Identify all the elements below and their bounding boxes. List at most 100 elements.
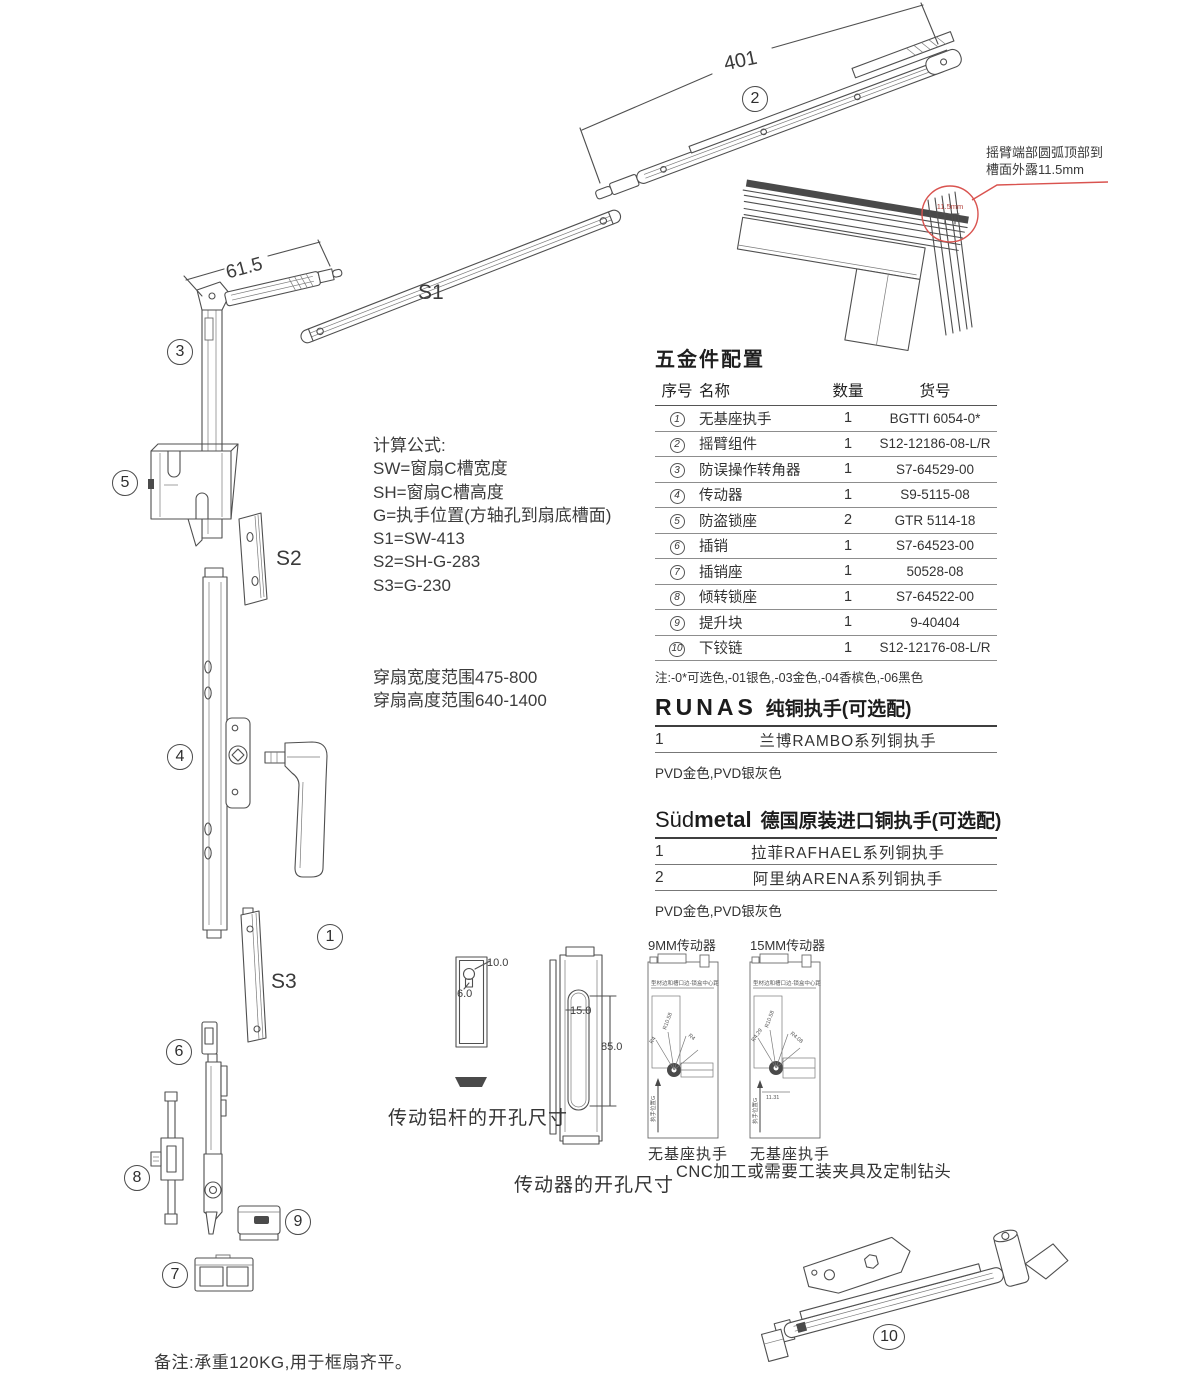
range-block: 穿扇宽度范围475-800 穿扇高度范围640-1400 (373, 666, 547, 712)
formula-line: S2=SH-G-283 (373, 552, 481, 572)
gearbox-drill-drawing: 15.0 85.0 (549, 946, 622, 1145)
frame-corner-drawing: 11.5mm (736, 179, 1109, 352)
part-name: 摇臂组件 (699, 437, 757, 454)
table-row: 10 下铰链 1 S12-12176-08-L/R (655, 636, 997, 661)
col-qty: 数量 (832, 383, 864, 400)
option-no: 1 (655, 730, 664, 748)
footer-note: 备注:承重120KG,用于框扇齐平。 (154, 1353, 413, 1372)
leader-line (971, 181, 1109, 201)
table-header: 序号 名称 数量 货号 (655, 372, 997, 406)
table-row: 8 倾转锁座 1 S7-64522-00 (655, 585, 997, 610)
cnc15-note: 型材边和槽口边-锁盒中心距 (753, 979, 821, 987)
range-line: 穿扇高度范围640-1400 (373, 691, 547, 710)
gearbox-drill-label: 传动器的开孔尺寸 (514, 1175, 675, 1196)
bolt-drawing (201, 1021, 228, 1235)
cnc9-r2: R10.58 (662, 1012, 674, 1031)
rod-dim-10: 10.0 (487, 957, 508, 969)
runas-title: 纯铜执手(可选配) (765, 699, 912, 720)
cnc-9mm-title: 9MM传动器 (648, 938, 716, 953)
row-index-badge: 8 (669, 590, 685, 606)
part-qty: 1 (843, 563, 853, 580)
option-name: 拉菲RAFHAEL系列铜执手 (751, 844, 945, 862)
cnc-drawing-15mm: 型材边和槽口边-锁盒中心距 R4.29 R10.58 R4.08 11.31 执… (749, 953, 821, 1139)
row-index-badge: 9 (669, 616, 685, 631)
swing-arm-assembly-drawing (579, 2, 962, 200)
bottom-hinge-drawing (760, 1229, 1069, 1363)
cnc9-note: 型材边和槽口边-锁盒中心距 (651, 979, 719, 987)
col-sku: 货号 (919, 383, 951, 400)
callout-7: 7 (162, 1262, 188, 1288)
runas-heading: RUNAS 纯铜执手(可选配) (655, 694, 997, 727)
cnc-drawing-9mm: 型材边和槽口边-锁盒中心距 R4 R10.58 R4 执手位置G (647, 953, 719, 1139)
s3-label: S3 (271, 970, 297, 993)
part-sku: S7-64522-00 (895, 589, 975, 605)
s1-rod-drawing (300, 209, 622, 344)
part-qty: 1 (843, 461, 853, 478)
part-qty: 1 (843, 639, 853, 656)
table-row: 5 防盗锁座 2 GTR 5114-18 (655, 508, 997, 534)
formula-line: G=执手位置(方轴孔到扇底槽面) (373, 505, 612, 525)
callout-4: 4 (167, 744, 193, 770)
row-index-badge: 6 (669, 539, 685, 555)
range-line: 穿扇宽度范围475-800 (373, 668, 538, 687)
row-index-badge: 7 (669, 565, 685, 580)
cnc-note: CNC加工或需要工装夹具及定制钻头 (676, 1163, 952, 1181)
part-qty: 1 (843, 486, 853, 503)
part-name: 防误操作转角器 (699, 462, 801, 479)
cnc-9mm-caption: 无基座执手 (648, 1146, 729, 1163)
cnc9-g-label: 执手位置G (649, 1096, 657, 1122)
part-qty: 1 (843, 410, 853, 427)
hardware-table: 五金件配置 序号 名称 数量 货号 1 无基座执手 1 BGTTI 6054-0… (655, 343, 997, 686)
sudmetal-brand: Südmetal (655, 807, 752, 832)
gear-drive-drawing (202, 567, 251, 939)
formula-line: SH=窗扇C槽高度 (373, 482, 504, 502)
rod-drill-drawing: 10.0 6.0 (455, 956, 508, 1087)
part-name: 提升块 (699, 615, 743, 632)
sudmetal-title: 德国原装进口铜执手(可选配) (760, 811, 1002, 832)
runas-section: RUNAS 纯铜执手(可选配) 1 兰博RAMBO系列铜执手 PVD金色,PVD… (655, 694, 997, 782)
formula-title: 计算公式: (373, 436, 446, 455)
rod-drill-label: 传动铝杆的开孔尺寸 (388, 1108, 569, 1129)
tilt-keeper-drawing (150, 1091, 184, 1225)
option-name: 阿里纳ARENA系列铜执手 (752, 870, 944, 888)
gear-dim-85: 85.0 (601, 1041, 622, 1053)
part-sku: S7-64523-00 (895, 538, 975, 554)
rod-gasket (455, 1077, 487, 1087)
part-name: 传动器 (699, 488, 743, 505)
part-name: 下铰链 (699, 641, 743, 658)
part-sku: S9-5115-08 (900, 487, 970, 503)
cnc15-g-label: 执手位置G (751, 1098, 759, 1124)
option-name: 兰博RAMBO系列铜执手 (759, 732, 937, 750)
table-row: 4 传动器 1 S9-5115-08 (655, 483, 997, 508)
cnc-15mm-title: 15MM传动器 (750, 938, 826, 953)
callout-5: 5 (112, 470, 138, 496)
callout-3: 3 (167, 339, 193, 365)
cnc9-r1: R4 (649, 1036, 658, 1045)
cnc15-r2: R10.58 (764, 1010, 776, 1029)
s2-plate-drawing (238, 512, 268, 606)
table-row: 7 插销座 1 50528-08 (655, 559, 997, 585)
part-name: 无基座执手 (699, 411, 772, 428)
formula-line: S3=G-230 (373, 575, 451, 595)
part-name: 插销座 (699, 564, 743, 581)
formula-line: S1=SW-413 (373, 529, 465, 549)
part-sku: 50528-08 (906, 563, 964, 579)
runas-finish: PVD金色,PVD银灰色 (655, 766, 782, 781)
part-qty: 1 (843, 614, 853, 631)
row-index-badge: 5 (669, 514, 685, 529)
sudmetal-finish: PVD金色,PVD银灰色 (655, 904, 782, 919)
row-index-badge: 3 (669, 463, 685, 478)
table-title: 五金件配置 (655, 349, 765, 371)
part-sku: BGTTI 6054-0* (889, 410, 981, 426)
callout-9: 9 (285, 1209, 311, 1235)
s3-plate-drawing (240, 907, 267, 1043)
part-sku: S12-12176-08-L/R (879, 640, 991, 656)
table-row: 9 提升块 1 9-40404 (655, 610, 997, 636)
arm-note-line2: 槽面外露11.5mm (986, 162, 1084, 177)
sudmetal-heading: Südmetal 德国原装进口铜执手(可选配) (655, 806, 1001, 839)
part-sku: 9-40404 (910, 614, 960, 630)
lift-block-drawing (237, 1205, 281, 1241)
arm-protrusion-note: 摇臂端部圆弧顶部到 槽面外露11.5mm (986, 144, 1136, 178)
option-no: 2 (655, 868, 664, 886)
cnc-15mm-caption: 无基座执手 (750, 1146, 831, 1163)
